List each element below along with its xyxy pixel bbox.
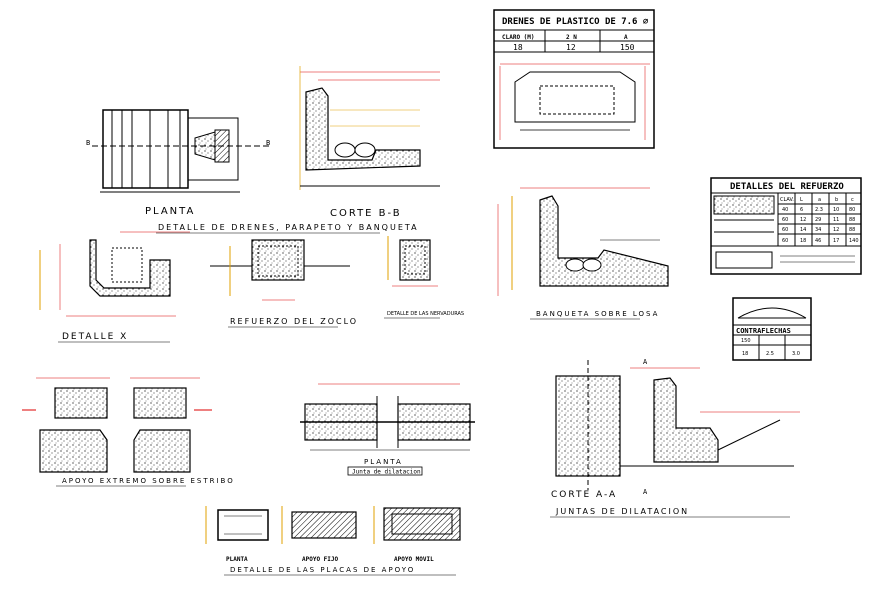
- drenes-header-2n: 2 N: [566, 34, 577, 41]
- drenes-value-2n: 12: [566, 43, 576, 52]
- apoyo-movil-label: APOYO MOVIL: [394, 556, 434, 563]
- refuerzo-r3-c0: 60: [782, 238, 788, 244]
- refuerzo-r0-c2: 2.3: [815, 207, 823, 213]
- refuerzo-h-0: CLAV.: [780, 197, 794, 203]
- detalle-nervaduras: DETALLE DE LAS NERVADURAS: [384, 236, 464, 319]
- section-mark-a-top: A: [643, 358, 648, 366]
- refuerzo-r2-c1: 14: [800, 227, 806, 233]
- juntas-dilatacion-title: JUNTAS DE DILATACION: [555, 507, 689, 516]
- drenes-value-claro: 18: [513, 43, 523, 52]
- refuerzo-r0-c0: 40: [782, 207, 788, 213]
- detalle-nervaduras-title: DETALLE DE LAS NERVADURAS: [387, 311, 464, 317]
- placas-de-apoyo: PLANTA APOYO FIJO APOYO MOVIL DETALLE DE…: [205, 506, 461, 576]
- contraflechas-title: CONTRAFLECHAS: [736, 327, 791, 335]
- refuerzo-h-3: b: [835, 197, 838, 203]
- banqueta-sobre-losa: BANQUETA SOBRE LOSA: [497, 187, 669, 320]
- refuerzo-h-1: L: [800, 197, 803, 203]
- apoyo-fijo-label: APOYO FIJO: [302, 556, 339, 563]
- detalle-drenes-title: DETALLE DE DRENES, PARAPETO Y BANQUETA: [158, 223, 419, 232]
- banqueta-losa-title: BANQUETA SOBRE LOSA: [536, 310, 659, 318]
- planta-placa-label: PLANTA: [226, 556, 248, 563]
- contraflechas-table: CONTRAFLECHAS 150 18 2.5 3.0: [732, 297, 812, 361]
- refuerzo-r3-c4: 140: [849, 238, 859, 244]
- corte-aa-section: A A CORTE A-A JUNTAS DE DILATACION: [550, 358, 800, 518]
- planta-title: PLANTA: [145, 206, 195, 217]
- refuerzo-r1-c3: 11: [833, 217, 839, 223]
- refuerzo-zoclo: REFUERZO DEL ZOCLO: [210, 239, 358, 328]
- planta-top-view: B B PLANTA: [86, 109, 270, 217]
- planta-junta-title: PLANTA: [364, 458, 403, 466]
- section-mark-b-right: B: [266, 139, 270, 147]
- corte-bb-title: CORTE B-B: [330, 208, 402, 219]
- refuerzo-r1-c2: 29: [815, 217, 821, 223]
- refuerzo-r0-c4: 80: [849, 207, 855, 213]
- refuerzo-h-4: c: [851, 197, 854, 203]
- refuerzo-r2-c2: 34: [815, 227, 821, 233]
- detalle-x-title: DETALLE X: [62, 332, 128, 342]
- contraflechas-r1-c2: 3.0: [792, 351, 800, 357]
- planta-junta-dilatacion: PLANTA Junta de dilatacion: [300, 383, 475, 476]
- detalle-placas-title: DETALLE DE LAS PLACAS DE APOYO: [230, 566, 415, 574]
- contraflechas-r0-c0: 150: [741, 338, 751, 344]
- refuerzo-r1-c4: 88: [849, 217, 855, 223]
- refuerzo-r3-c2: 46: [815, 238, 821, 244]
- refuerzo-r1-c1: 12: [800, 217, 806, 223]
- contraflechas-r1-c0: 18: [742, 351, 748, 357]
- corte-bb-section: CORTE B-B: [299, 66, 440, 219]
- refuerzo-r2-c0: 60: [782, 227, 788, 233]
- refuerzo-r3-c3: 17: [833, 238, 839, 244]
- refuerzo-r1-c0: 60: [782, 217, 788, 223]
- junta-dilatacion-label: Junta de dilatacion: [352, 469, 421, 476]
- detalle-x: DETALLE X: [39, 231, 190, 343]
- refuerzo-r2-c4: 88: [849, 227, 855, 233]
- refuerzo-table-title: DETALLES DEL REFUERZO: [730, 182, 844, 192]
- section-mark-b-left: B: [86, 139, 90, 147]
- drenes-value-a: 150: [620, 43, 635, 52]
- refuerzo-r0-c3: 10: [833, 207, 839, 213]
- refuerzo-r2-c3: 12: [833, 227, 839, 233]
- refuerzo-r0-c1: 6: [800, 207, 803, 213]
- drenes-header-a: A: [624, 34, 628, 41]
- corte-aa-title: CORTE A-A: [551, 490, 617, 500]
- refuerzo-r3-c1: 18: [800, 238, 806, 244]
- refuerzo-table: DETALLES DEL REFUERZO CLAV. L a b c 40 6…: [710, 177, 862, 275]
- contraflechas-r1-c1: 2.5: [766, 351, 774, 357]
- refuerzo-h-2: a: [818, 197, 821, 203]
- refuerzo-zoclo-title: REFUERZO DEL ZOCLO: [230, 317, 358, 326]
- drenes-header-claro: CLARO (M): [502, 34, 535, 41]
- section-mark-a-bottom: A: [643, 488, 648, 496]
- drenes-table-title: DRENES DE PLASTICO DE 7.6 ⌀: [502, 17, 649, 27]
- drenes-table: DRENES DE PLASTICO DE 7.6 ⌀ CLARO (M) 2 …: [493, 9, 655, 149]
- apoyo-extremo-title: APOYO EXTREMO SOBRE ESTRIBO: [62, 477, 235, 485]
- apoyo-extremo: APOYO EXTREMO SOBRE ESTRIBO: [22, 377, 235, 487]
